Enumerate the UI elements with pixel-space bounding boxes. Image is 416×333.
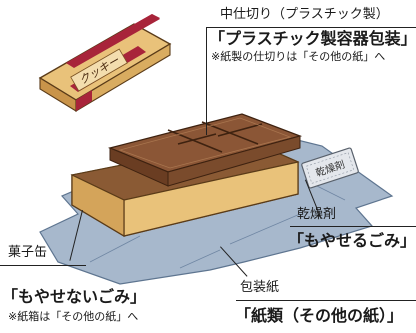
- desiccant-name: 乾燥剤: [297, 207, 337, 222]
- desiccant-underline: [290, 226, 416, 227]
- tin-note: ※紙箱は「その他の紙」へ: [8, 310, 139, 323]
- desiccant-category: 「もやせるごみ」: [288, 231, 416, 250]
- plastic-divider-tray: [107, 113, 303, 187]
- divider-category: 「プラスチック製容器包装」: [209, 29, 416, 48]
- divider-leader-line: [206, 27, 207, 135]
- divider-note: ※紙製の仕切りは「その他の紙」へ: [211, 50, 386, 63]
- tin-lid: クッキー: [38, 14, 172, 112]
- desiccant-packet: 乾燥剤: [301, 147, 359, 189]
- tin-name: 菓子缶: [8, 245, 48, 260]
- wrapping-category: 「紙類（その他の紙）」: [235, 306, 404, 325]
- divider-underline: [206, 27, 416, 28]
- divider-name: 中仕切り（プラスチック製）: [220, 7, 389, 22]
- wrapping-name: 包装紙: [240, 280, 280, 295]
- tin-category: 「もやせないごみ」: [2, 287, 147, 306]
- tin-underline: [0, 265, 86, 266]
- wrapping-underline: [236, 300, 416, 301]
